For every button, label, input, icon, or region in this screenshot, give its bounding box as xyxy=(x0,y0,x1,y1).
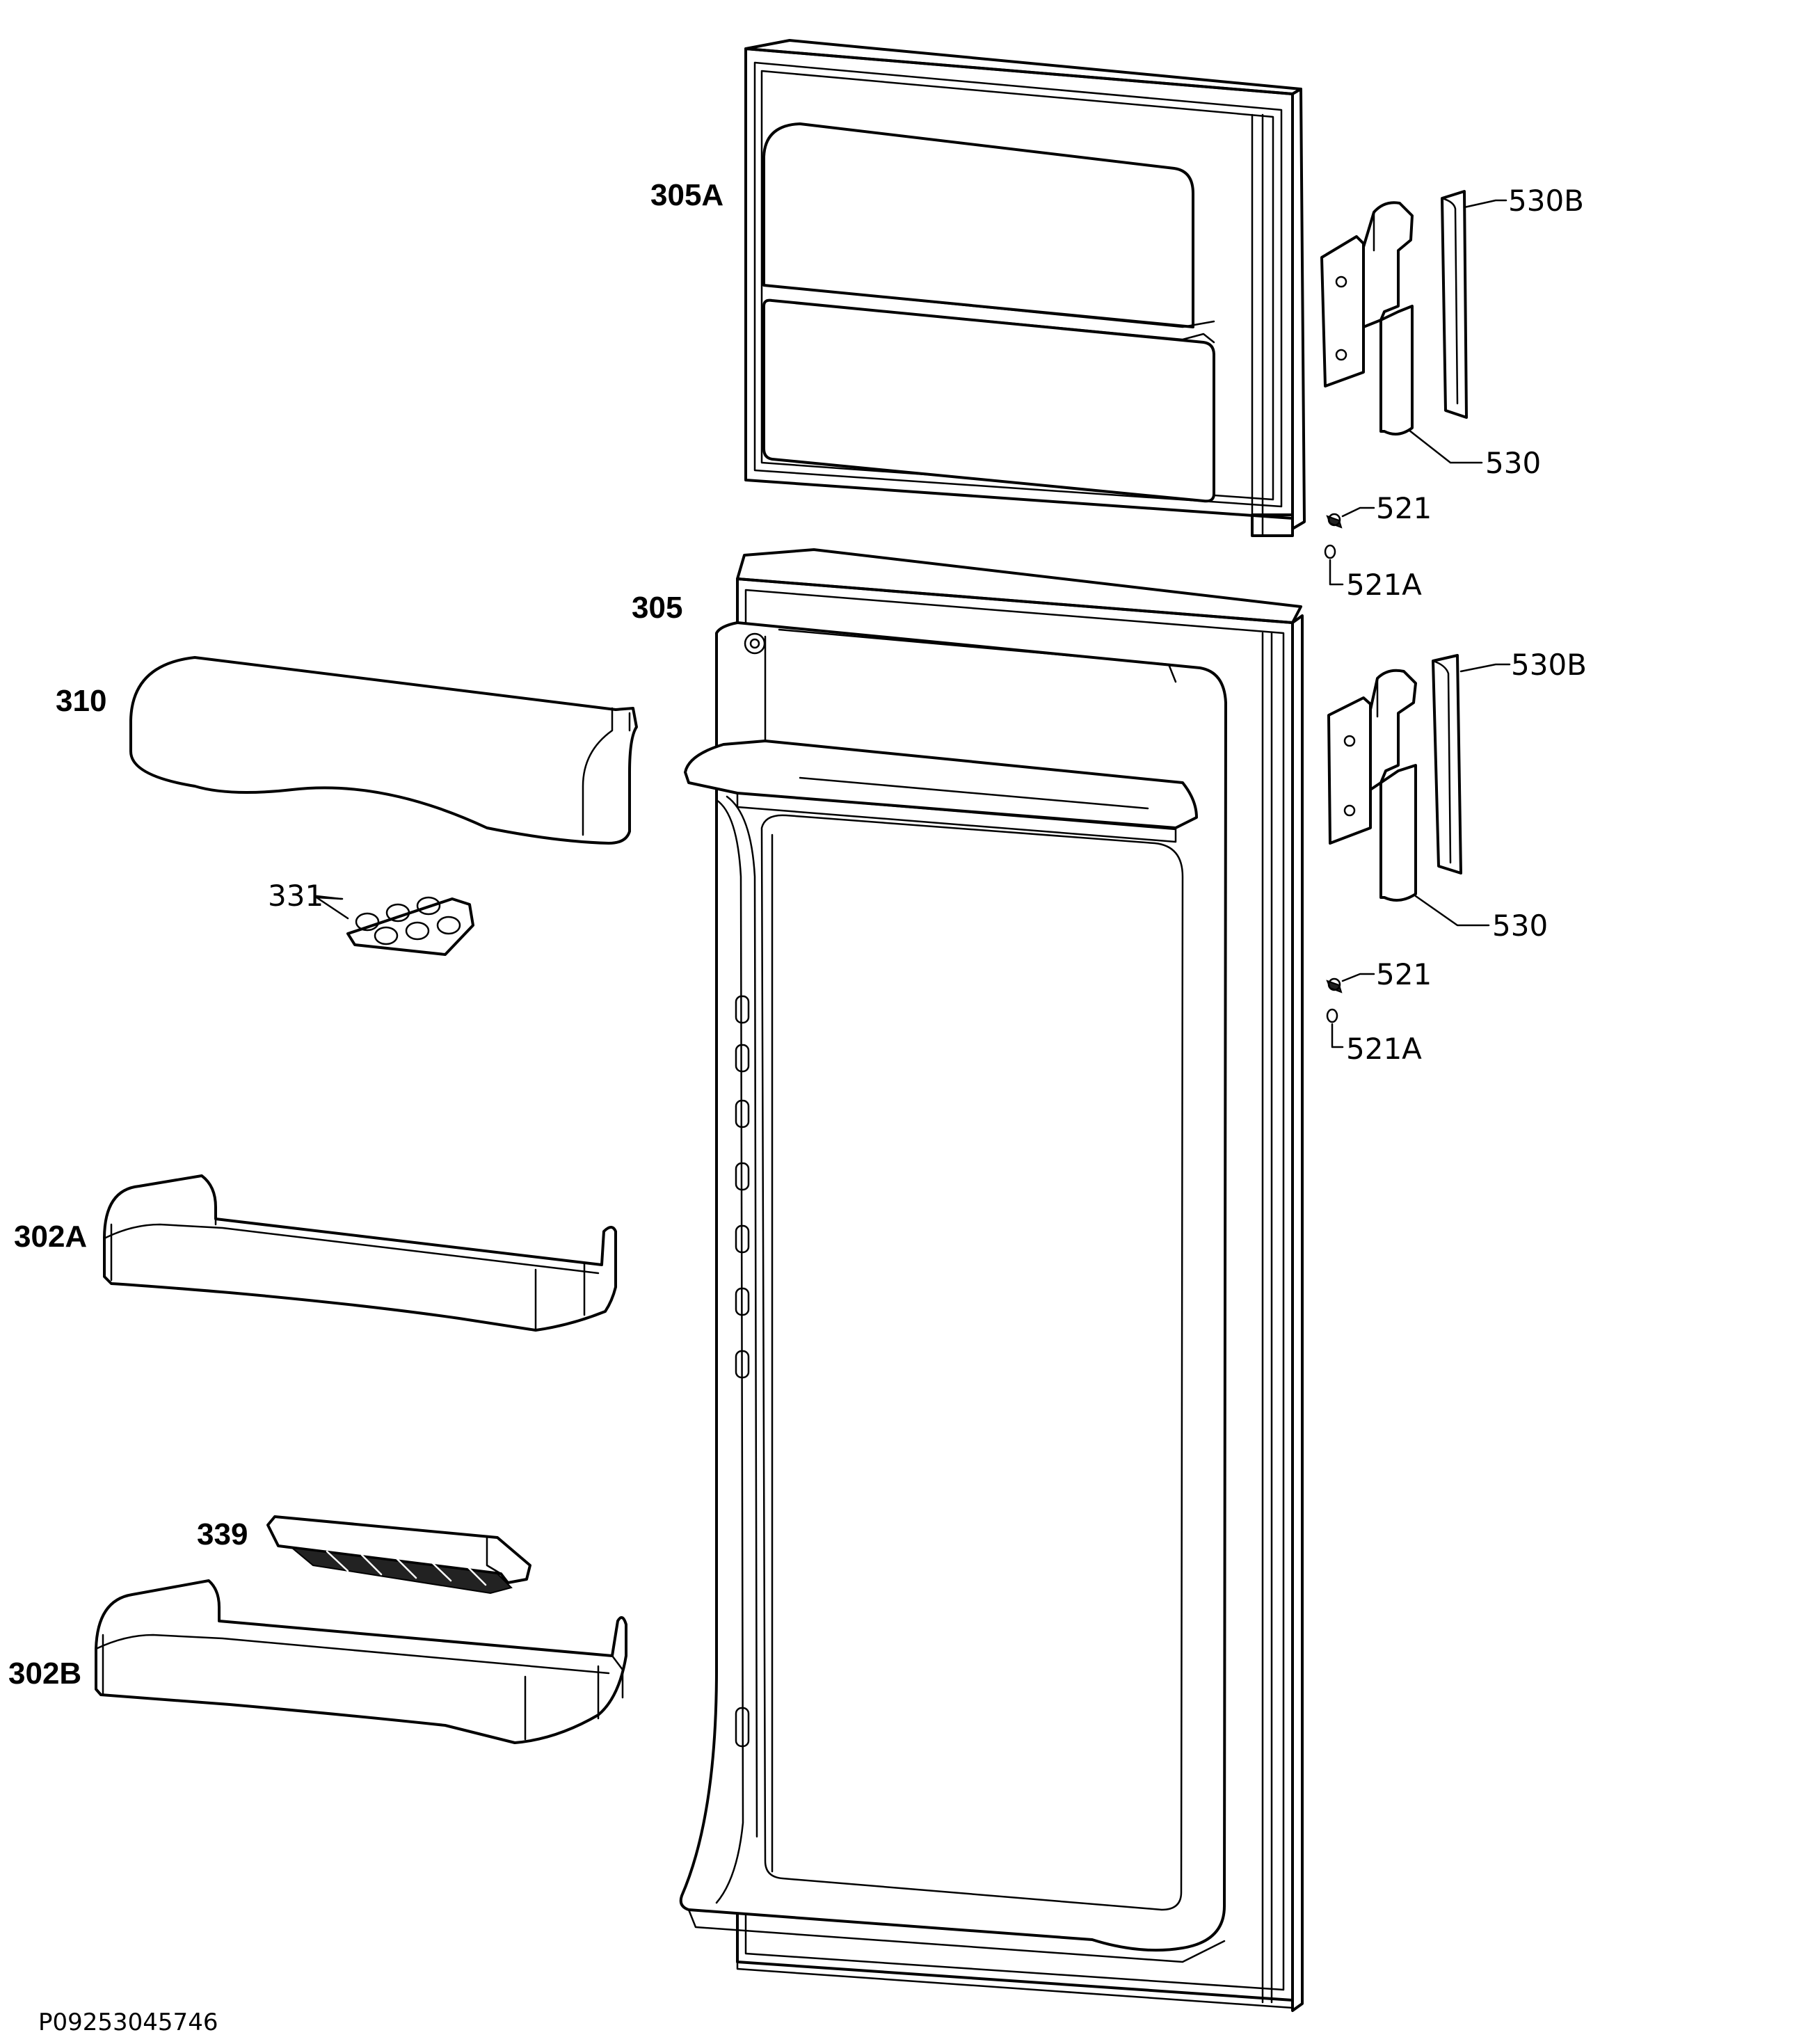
drawing-code: P09253045746 xyxy=(38,2009,218,2036)
part-labels: 305A 305 310 331 302A 339 302B 530B 530 … xyxy=(8,178,1587,2036)
label-hinge-mid: 530 xyxy=(1492,909,1548,943)
label-fridge-door: 305 xyxy=(632,591,682,625)
leader-lines xyxy=(315,199,1511,1048)
label-egg-tray: 331 xyxy=(268,879,323,913)
label-screw-mid: 521 xyxy=(1376,957,1432,991)
label-freezer-door: 305A xyxy=(650,178,723,212)
dairy-cover-310[interactable] xyxy=(129,656,638,845)
hinge-group-mid[interactable] xyxy=(1327,654,1462,902)
label-screw-top: 521 xyxy=(1376,491,1432,525)
label-hinge-cover-mid: 530B xyxy=(1511,648,1587,682)
label-washer-top: 521A xyxy=(1346,568,1422,602)
label-door-shelf-upper: 302A xyxy=(14,1220,87,1254)
door-shelf-302b[interactable] xyxy=(95,1579,627,1744)
label-dairy-cover: 310 xyxy=(56,684,106,718)
label-hinge-cover-top: 530B xyxy=(1508,184,1584,218)
door-shelf-302a[interactable] xyxy=(103,1174,617,1332)
hinge-group-top[interactable] xyxy=(1320,190,1468,436)
washer-521a-top[interactable] xyxy=(1324,544,1336,559)
egg-tray-331[interactable] xyxy=(315,896,474,956)
fridge-door-305[interactable] xyxy=(679,548,1304,2012)
screw-521-top[interactable] xyxy=(1326,513,1343,529)
screw-521-mid[interactable] xyxy=(1326,977,1343,993)
freezer-door-305a[interactable] xyxy=(744,39,1306,537)
label-hinge-top: 530 xyxy=(1485,446,1541,480)
bottle-retainer-339[interactable] xyxy=(266,1515,531,1595)
label-washer-mid: 521A xyxy=(1346,1032,1422,1066)
label-bottle-retainer: 339 xyxy=(197,1517,248,1551)
washer-521a-mid[interactable] xyxy=(1326,1008,1338,1023)
label-door-shelf-lower: 302B xyxy=(8,1656,81,1691)
